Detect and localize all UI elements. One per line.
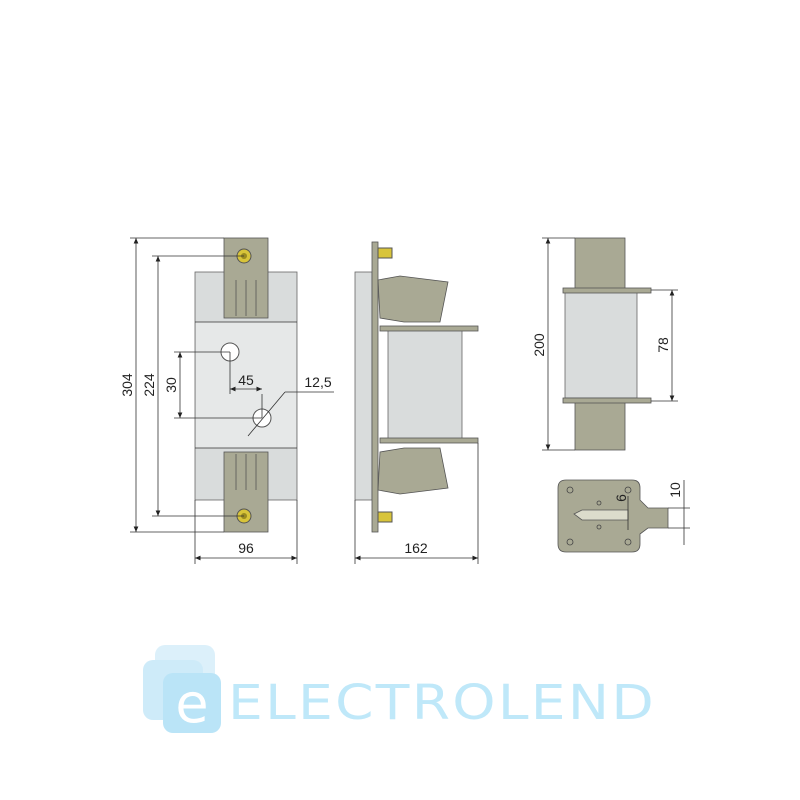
side-view: 162: [354, 241, 479, 564]
dim-78: 78: [655, 337, 671, 353]
dim-6: 6: [613, 494, 629, 502]
dim-96: 96: [238, 540, 254, 556]
dim-162: 162: [404, 540, 428, 556]
end-view: 200 78: [531, 237, 678, 451]
front-view: 304 224 30 45 12,5 96: [119, 237, 334, 564]
dim-10: 10: [667, 482, 683, 498]
dim-200: 200: [531, 333, 547, 357]
dim-12-5: 12,5: [304, 374, 331, 390]
dim-224: 224: [141, 373, 157, 397]
logo-text: ELECTROLEND: [228, 675, 656, 731]
logo-mark: e: [175, 672, 208, 735]
dim-45: 45: [238, 372, 254, 388]
dim-30: 30: [163, 377, 179, 393]
dim-304: 304: [119, 373, 135, 397]
bottom-view: 6 10: [557, 479, 690, 553]
electrolend-logo: e ELECTROLEND: [143, 645, 656, 735]
